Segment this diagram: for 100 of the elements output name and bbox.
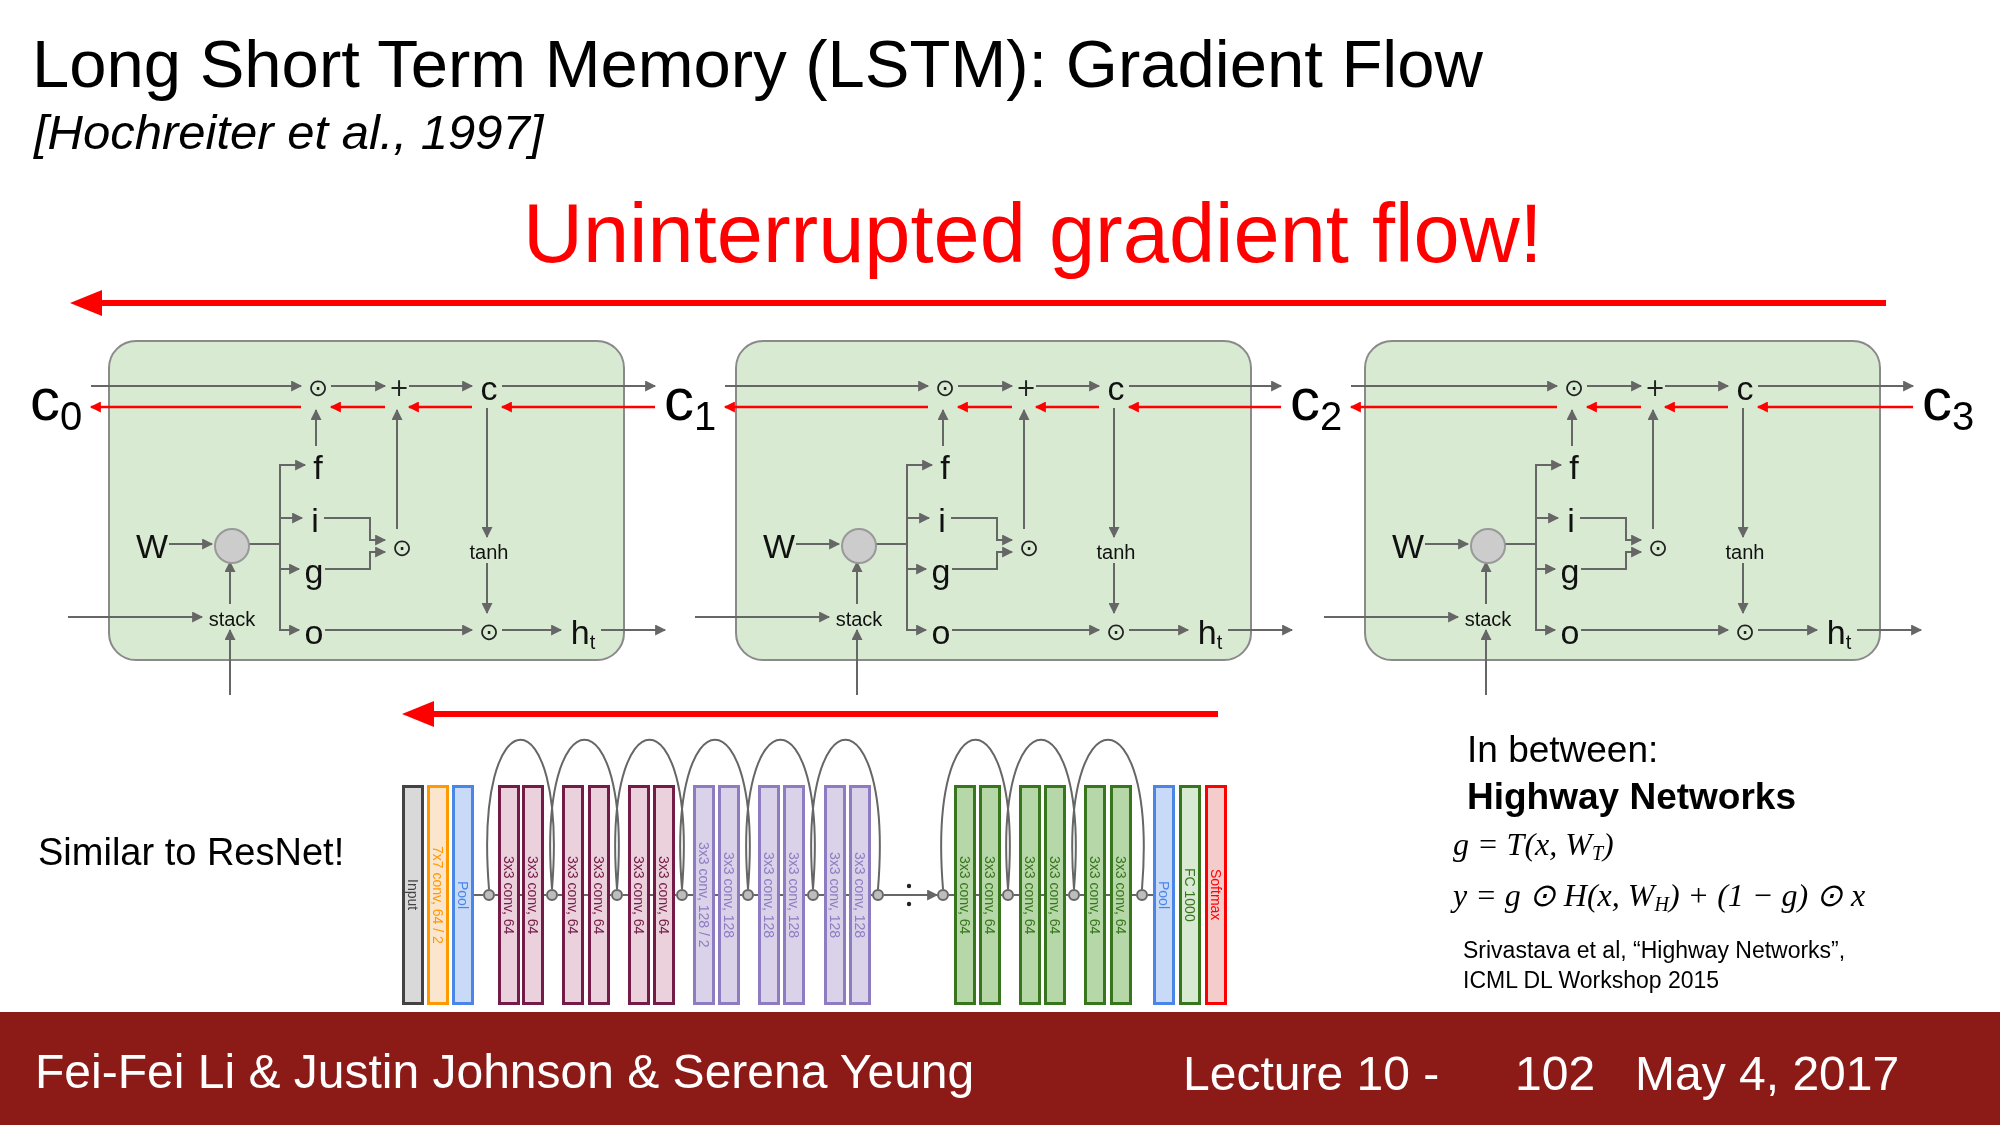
layer-bar — [1019, 785, 1041, 1005]
arrow — [1737, 407, 1749, 539]
gate-label: g — [1557, 551, 1583, 591]
layer-label: 3x3 conv, 64 — [1023, 855, 1037, 935]
variable-label: h$_{t}$ — [1190, 610, 1230, 654]
gate-label: f — [1563, 448, 1585, 486]
gradient-arrow — [723, 401, 928, 413]
arrow — [951, 624, 1101, 636]
layer-bar — [522, 785, 544, 1005]
arrow — [851, 628, 863, 696]
function-label: stack — [204, 606, 260, 632]
layer-label: 3x3 conv, 64 — [502, 855, 516, 935]
arrow — [481, 407, 493, 539]
footer-lecture: Lecture 10 - — [1183, 1050, 1440, 1098]
arrow — [310, 408, 322, 447]
operator-symbol: ⊙ — [303, 364, 333, 412]
arrow — [1737, 562, 1749, 615]
arrow — [501, 380, 657, 392]
arrow — [1586, 380, 1643, 392]
operator-symbol: ⊙ — [1559, 364, 1589, 412]
arrow — [1580, 546, 1643, 570]
layer-label: Input — [406, 879, 420, 911]
layer-bar — [1153, 785, 1175, 1005]
layer-label: 3x3 conv, 64 — [983, 855, 997, 935]
layer-label: 7x7 conv, 64 / 2 — [431, 846, 445, 944]
variable-label: W — [760, 527, 798, 565]
layer-label: Softmax — [1209, 869, 1223, 921]
operator-symbol: + — [1014, 364, 1038, 412]
arrow — [1856, 624, 1923, 636]
gradient-arrow — [89, 401, 301, 413]
layer-label: 3x3 conv, 64 — [1088, 855, 1102, 935]
layer-label: 3x3 conv, 128 — [787, 851, 801, 939]
layer-bar — [824, 785, 846, 1005]
function-label: tanh — [463, 539, 515, 565]
function-label: tanh — [1719, 539, 1771, 565]
layer-bar — [1110, 785, 1132, 1005]
arrow — [168, 538, 214, 550]
layer-label: Pool — [1157, 881, 1171, 909]
layer-label: 3x3 conv, 128 — [828, 851, 842, 939]
operator-symbol: ⊙ — [387, 531, 417, 565]
cell-box — [1364, 340, 1881, 661]
gradient-arrow — [407, 401, 472, 413]
layer-bar — [693, 785, 715, 1005]
variable-label: W — [1389, 527, 1427, 565]
arrow — [323, 517, 387, 546]
layer-bar — [954, 785, 976, 1005]
function-label: tanh — [1090, 539, 1142, 565]
skip-connection-arc — [549, 738, 620, 890]
layer-bar — [628, 785, 650, 1005]
variable-label: c — [1730, 366, 1760, 410]
cell-box — [735, 340, 1252, 661]
arrow — [330, 380, 387, 392]
arrow — [1108, 407, 1120, 539]
layer-label: Pool — [456, 881, 470, 909]
layer-label: 3x3 conv, 64 — [526, 855, 540, 935]
operator-symbol: + — [1643, 364, 1667, 412]
layer-label: 3x3 conv, 64 — [1048, 855, 1062, 935]
layer-bar — [562, 785, 584, 1005]
arrow — [1579, 517, 1643, 546]
arrow — [1580, 624, 1730, 636]
layer-label: 3x3 conv, 64 — [1114, 855, 1128, 935]
layer-label: 3x3 conv, 128 / 2 — [697, 842, 711, 948]
layer-bar — [402, 785, 424, 1005]
gate-label: o — [1557, 615, 1583, 649]
layer-bar — [718, 785, 740, 1005]
arrow — [950, 517, 1014, 546]
gradient-arrow — [1034, 401, 1099, 413]
arrow — [694, 611, 831, 623]
layer-label: 3x3 conv, 128 — [762, 851, 776, 939]
cell-state-label: c$_{0}$ — [21, 360, 91, 440]
gate-label: i — [931, 501, 953, 539]
arrow — [1480, 628, 1492, 696]
operator-symbol: ⊙ — [474, 615, 504, 649]
arrow — [324, 546, 387, 570]
note-text: Similar to ResNet! — [38, 833, 345, 871]
gradient-arrow — [1663, 401, 1728, 413]
operator-symbol: ⊙ — [1101, 615, 1131, 649]
layer-bar — [588, 785, 610, 1005]
arrow — [957, 380, 1014, 392]
footer-authors: Fei-Fei Li & Justin Johnson & Serena Yeung — [35, 1048, 975, 1096]
layer-label: FC 1000 — [1183, 868, 1197, 922]
arrow — [1757, 380, 1915, 392]
gate-label: g — [301, 551, 327, 591]
arrow — [724, 380, 930, 392]
gradient-arrow — [1585, 401, 1641, 413]
layer-label: 3x3 conv, 64 — [632, 855, 646, 935]
layer-bar — [1179, 785, 1201, 1005]
arrow — [951, 546, 1014, 570]
gate-label: i — [304, 501, 326, 539]
layer-bar — [1044, 785, 1066, 1005]
arrow — [391, 408, 403, 530]
layer-bar — [653, 785, 675, 1005]
arrow — [501, 624, 563, 636]
layer-bar — [452, 785, 474, 1005]
layer-bar — [1205, 785, 1227, 1005]
arrow — [795, 538, 841, 550]
variable-label: c — [1101, 366, 1131, 410]
layer-bar — [783, 785, 805, 1005]
gradient-arrow — [1349, 401, 1557, 413]
variable-label: W — [133, 527, 171, 565]
